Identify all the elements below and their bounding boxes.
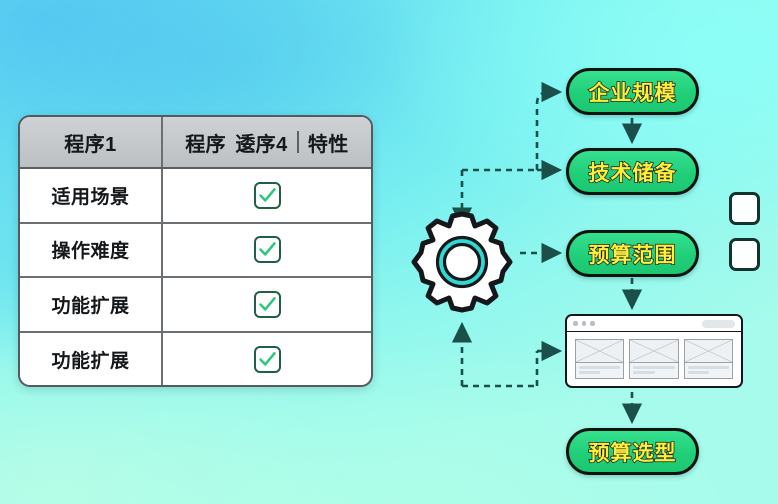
checkmark-icon[interactable] <box>253 346 281 374</box>
address-bar[interactable] <box>702 319 735 328</box>
table-row-label-cell: 适用场景 <box>20 169 163 222</box>
card-text-lines <box>576 363 623 379</box>
table-row-label: 功能扩展 <box>51 351 130 373</box>
pill-budget-range[interactable]: 预算范围 <box>566 230 699 277</box>
text-line <box>687 371 710 374</box>
comparison-table: 程序1 程序 逶序4 特性 适用场景 操作难度 <box>18 115 373 387</box>
table-row: 适用场景 <box>20 169 371 224</box>
card-text-lines <box>685 363 732 379</box>
content-card[interactable] <box>629 339 679 379</box>
gear-body <box>411 211 513 313</box>
table-row-value-cell <box>163 224 371 277</box>
pill-tech-reserve[interactable]: 技术储备 <box>566 148 699 195</box>
table-row-label-cell: 功能扩展 <box>20 278 163 331</box>
traffic-light-dot <box>590 321 595 326</box>
table-header-divider <box>296 131 299 153</box>
pill-label: 企业规模 <box>588 81 677 105</box>
table-row-value-cell <box>163 333 371 386</box>
table-row-label-cell: 操作难度 <box>20 223 163 276</box>
browser-window-mock[interactable] <box>565 314 743 388</box>
checkmark-icon[interactable] <box>253 181 281 209</box>
table-header-right-cell: 程序 逶序4 特性 <box>163 117 371 167</box>
browser-content-area <box>567 332 741 386</box>
table-header-label-b: 逶序4 <box>235 133 288 156</box>
text-line <box>579 371 601 374</box>
table-header-label-c: 特性 <box>307 133 349 156</box>
table-row-label-cell: 功能扩展 <box>20 332 163 385</box>
pill-label: 技术储备 <box>588 161 677 185</box>
traffic-light-dot <box>573 321 578 326</box>
browser-title-bar <box>567 316 741 332</box>
table-row-value-cell <box>163 278 371 331</box>
text-line <box>633 371 655 374</box>
traffic-light-dot <box>581 321 586 326</box>
text-line <box>687 365 729 369</box>
text-line <box>579 365 621 369</box>
pill-enterprise-scale[interactable]: 企业规模 <box>566 68 699 115</box>
table-row-label: 功能扩展 <box>51 295 130 317</box>
image-placeholder-icon <box>630 340 678 363</box>
table-row: 功能扩展 <box>20 332 371 386</box>
gear-hole-outline <box>442 242 482 282</box>
content-card[interactable] <box>683 339 733 379</box>
table-header-left-label: 程序1 <box>64 133 117 156</box>
pill-budget-selection[interactable]: 预算选型 <box>566 428 699 475</box>
aux-checkbox-1[interactable] <box>729 192 760 225</box>
content-card[interactable] <box>575 339 625 379</box>
checkmark-icon[interactable] <box>253 290 281 318</box>
table-row-label: 操作难度 <box>51 241 130 263</box>
image-placeholder-icon <box>576 340 624 363</box>
pill-label: 预算选型 <box>588 441 677 465</box>
card-text-lines <box>630 363 677 379</box>
table-row: 功能扩展 <box>20 278 371 333</box>
gear-inner-outline <box>435 235 489 289</box>
aux-checkbox-2[interactable] <box>729 238 760 271</box>
gear-inner-ring <box>438 238 486 286</box>
image-placeholder-icon <box>684 340 732 363</box>
table-header-label-a: 程序 <box>185 133 227 156</box>
table-row: 操作难度 <box>20 223 371 278</box>
table-row-value-cell <box>163 169 371 222</box>
text-line <box>633 365 675 369</box>
checkmark-icon[interactable] <box>253 236 281 264</box>
table-header-left-cell: 程序1 <box>20 117 163 167</box>
table-row-label: 适用场景 <box>51 186 130 208</box>
table-header-row: 程序1 程序 逶序4 特性 <box>20 117 371 169</box>
pill-label: 预算范围 <box>588 243 677 267</box>
gear-icon[interactable] <box>408 208 516 316</box>
